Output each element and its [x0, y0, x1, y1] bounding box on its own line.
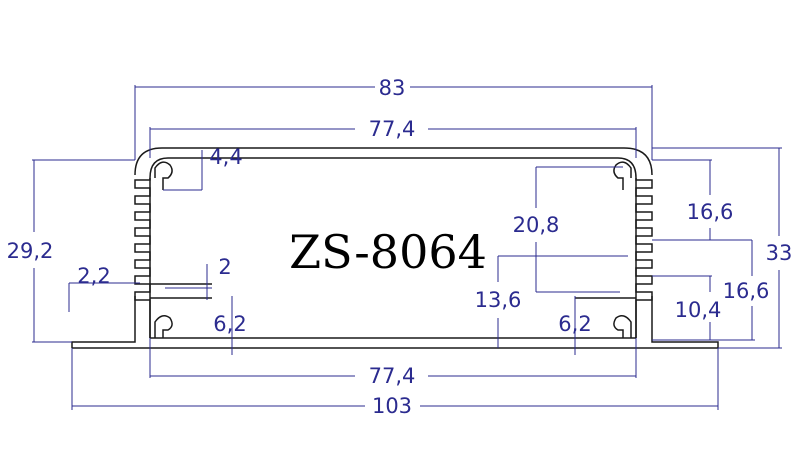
base-plate — [71, 296, 719, 349]
dim-outer-width: 83 — [379, 76, 406, 100]
screw-slot-bottom-left — [154, 315, 173, 338]
top-shell-inner — [149, 157, 637, 179]
dim-groove-depth: 2 — [218, 255, 231, 279]
dim-inner-height: 20,8 — [513, 213, 560, 237]
dim-body-height: 29,2 — [7, 239, 54, 263]
right-fin-comb — [635, 178, 653, 338]
screw-slot-top-right — [613, 161, 632, 190]
dimension-lines — [32, 85, 782, 410]
screw-slot-top-left — [154, 161, 173, 190]
model-number: ZS-8064 — [289, 225, 487, 279]
dim-upper-height: 16,6 — [723, 279, 770, 303]
enclosure-profile — [71, 147, 719, 349]
screw-slot-bottom-right — [613, 315, 632, 338]
dim-slot-spacing-left: 6,2 — [213, 312, 246, 336]
dim-lower-height: 13,6 — [475, 288, 522, 312]
dim-slot-spacing-right: 6,2 — [558, 312, 591, 336]
dimension-labels: 83 77,4 77,4 103 33 29,2 4,4 20,8 16,6 1… — [7, 76, 793, 418]
dim-total-height: 33 — [766, 241, 793, 265]
top-shell — [134, 147, 653, 176]
dim-slot-top-offset: 4,4 — [209, 145, 242, 169]
dim-fin-span: 16,6 — [687, 200, 734, 224]
dim-fin-length: 10,4 — [675, 298, 722, 322]
dim-inner-width-top: 77,4 — [369, 117, 416, 141]
dim-groove-width: 2,2 — [77, 264, 110, 288]
dim-inner-width-bottom: 77,4 — [369, 364, 416, 388]
left-fin-comb — [134, 178, 151, 338]
dim-base-width: 103 — [372, 394, 412, 418]
